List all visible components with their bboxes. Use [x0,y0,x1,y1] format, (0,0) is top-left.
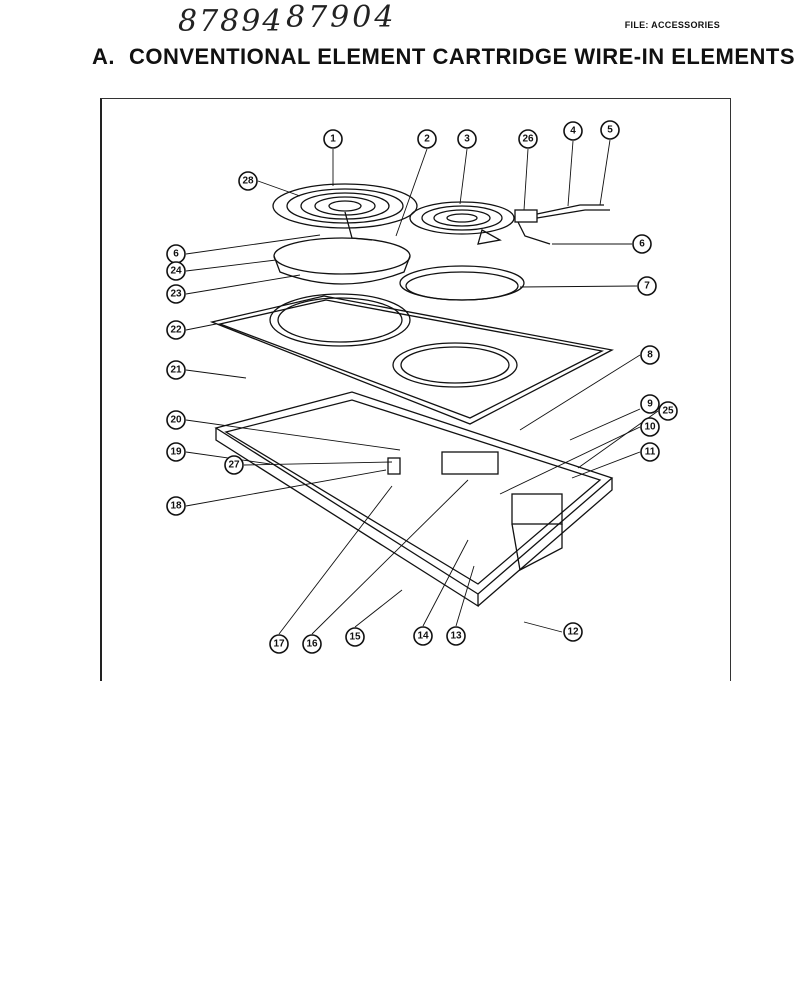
callout-label-4: 4 [570,126,576,137]
callout-16: 16 [302,634,322,654]
page-title: A. CONVENTIONAL ELEMENT CARTRIDGE WIRE-IN… [92,44,795,70]
callout-label-5: 5 [607,125,613,136]
callout-5: 5 [600,120,620,140]
callout-27: 27 [224,455,244,475]
callout-label-28: 28 [242,176,254,187]
callout-label-9: 9 [647,399,653,410]
callout-6-left: 6 [166,244,186,264]
callout-label-25: 25 [662,406,674,417]
callout-28: 28 [238,171,258,191]
callout-4: 4 [563,121,583,141]
callout-13: 13 [446,626,466,646]
callout-label-26: 26 [522,134,534,145]
callout-label-23: 23 [170,289,182,300]
callout-label-2: 2 [424,134,430,145]
callout-21: 21 [166,360,186,380]
callout-22: 22 [166,320,186,340]
callout-18: 18 [166,496,186,516]
callout-12: 12 [563,622,583,642]
handwritten-number-b: 87904 [286,0,397,35]
callout-label-7: 7 [644,281,650,292]
callout-label-16: 16 [306,639,318,650]
surface-element-large [272,183,418,241]
terminal-block-wires [514,204,610,245]
callout-3: 3 [457,129,477,149]
trim-ring [399,265,525,301]
callout-label-6-right: 6 [639,239,645,250]
callout-26: 26 [518,129,538,149]
drip-pan-large [273,237,411,285]
diagram-frame [100,98,731,681]
callout-8: 8 [640,345,660,365]
callout-label-3: 3 [464,134,470,145]
callout-20: 20 [166,410,186,430]
callout-25: 25 [658,401,678,421]
callout-label-15: 15 [349,632,361,643]
callout-23: 23 [166,284,186,304]
callout-14: 14 [413,626,433,646]
callout-label-8: 8 [647,350,653,361]
callout-label-19: 19 [170,447,182,458]
callout-label-24: 24 [170,266,182,277]
leader-lines [185,139,659,635]
surface-element-small [409,201,515,245]
callout-label-10: 10 [644,422,656,433]
callouts: 1 2 3 26 4 5 28 6 6 24 23 7 22 8 21 9 25… [166,120,678,654]
callout-24: 24 [166,261,186,281]
callout-label-6-left: 6 [173,249,179,260]
callout-label-22: 22 [170,325,182,336]
callout-9: 9 [640,394,660,414]
callout-label-21: 21 [170,365,182,376]
callout-label-20: 20 [170,415,182,426]
callout-6-right: 6 [632,234,652,254]
callout-11: 11 [640,442,660,462]
callout-label-11: 11 [645,447,656,458]
callout-19: 19 [166,442,186,462]
callout-label-1: 1 [330,134,336,145]
callout-10: 10 [640,417,660,437]
callout-label-27: 27 [228,460,240,471]
chassis-frame [214,391,614,608]
callout-label-17: 17 [273,639,285,650]
callout-7: 7 [637,276,657,296]
callout-label-14: 14 [417,631,429,642]
handwritten-number-a: 87894 [178,4,284,39]
callout-2: 2 [417,129,437,149]
callout-label-12: 12 [567,627,579,638]
callout-17: 17 [269,634,289,654]
callout-15: 15 [345,627,365,647]
title-prefix: A. [92,44,115,69]
cooktop-panel [209,293,614,425]
callout-1: 1 [323,129,343,149]
callout-label-18: 18 [170,501,182,512]
title-text: CONVENTIONAL ELEMENT CARTRIDGE WIRE-IN E… [129,44,795,69]
callout-label-13: 13 [450,631,462,642]
file-label: FILE: ACCESSORIES [624,20,720,30]
